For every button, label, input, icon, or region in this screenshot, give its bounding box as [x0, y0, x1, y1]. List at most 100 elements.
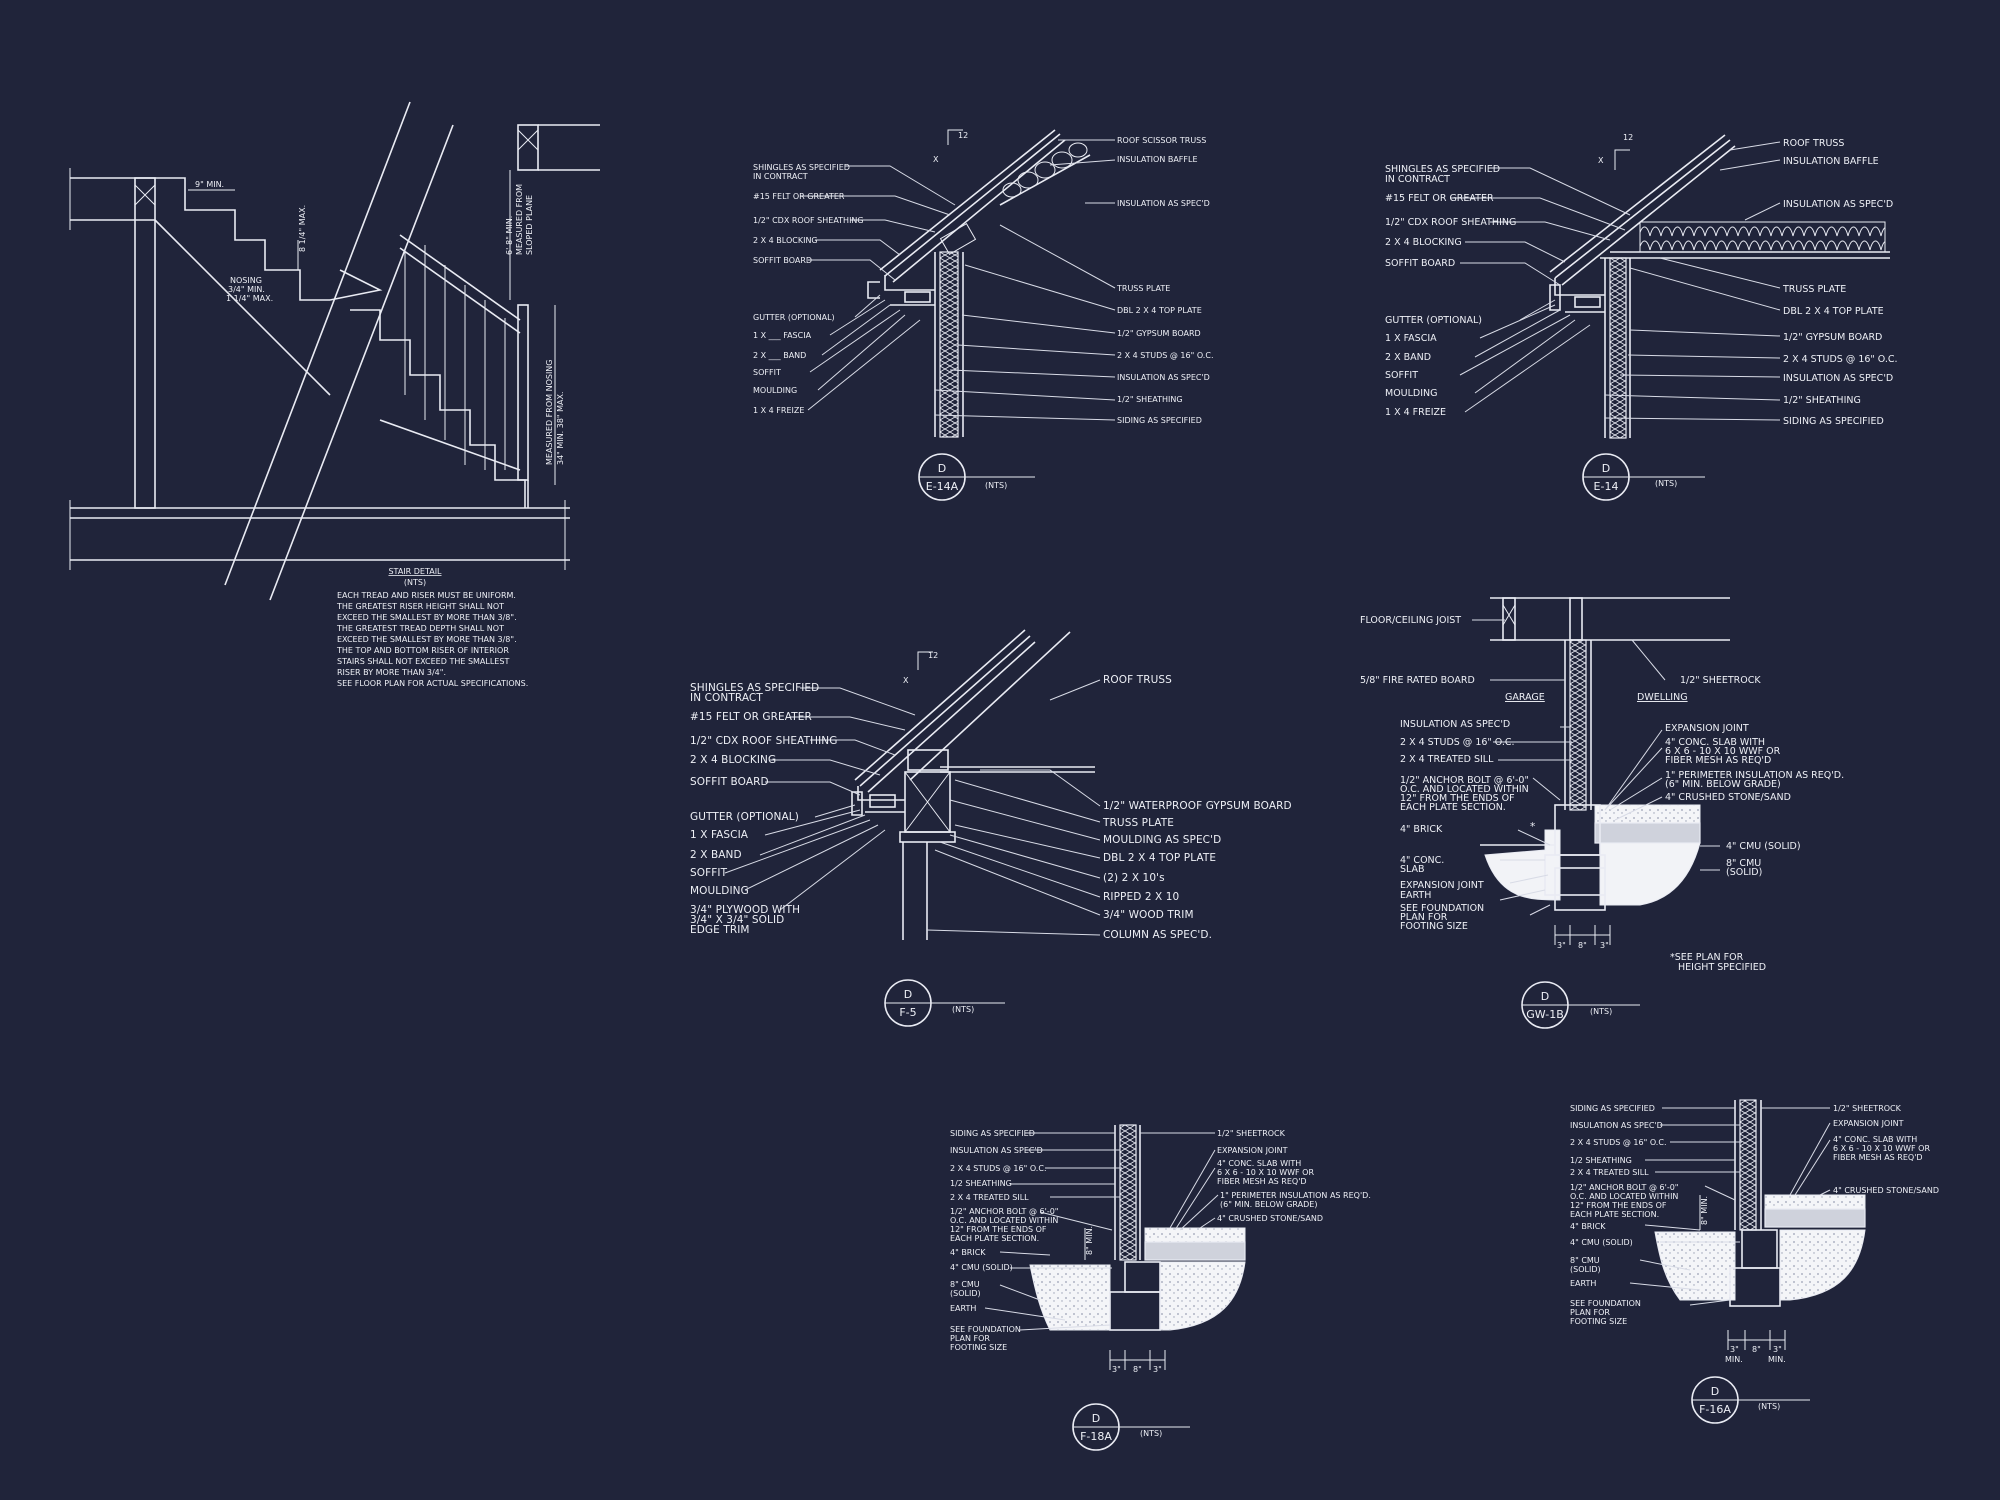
gw1b-note-2: HEIGHT SPECIFIED: [1678, 962, 1766, 973]
f16a-label-anchor: 1/2" ANCHOR BOLT @ 6'-0": [1570, 1183, 1678, 1192]
gw1b-label-4-cmu: 4" CMU (SOLID): [1726, 841, 1801, 852]
e14-right-labels: ROOF TRUSS INSULATION BAFFLE INSULATION …: [1782, 138, 1898, 427]
e14a-label-shingles: SHINGLES AS SPECIFIED: [753, 163, 850, 172]
gw1b-left-labels: FLOOR/CEILING JOIST 5/8" FIRE RATED BOAR…: [1360, 615, 1529, 932]
e14-pitch-x: X: [1598, 156, 1604, 165]
gw1b-label-conc: 4" CONC.: [1400, 855, 1444, 866]
e14-label-insulation: INSULATION AS SPEC'D: [1783, 199, 1893, 210]
f18a-label-perimeter: 1" PERIMETER INSULATION AS REQ'D.: [1220, 1191, 1371, 1200]
f5-pitch-x: X: [903, 676, 909, 685]
gw1b-tag-number: GW-1B: [1526, 1008, 1563, 1021]
e14a-linework: [867, 129, 1091, 438]
stair-note-4: THE GREATEST TREAD DEPTH SHALL NOT: [336, 624, 504, 633]
f18a-linework: [1029, 1124, 1246, 1370]
e14-detail-tag: D E-14 (NTS): [1582, 453, 1705, 501]
e14-label-top-plate: DBL 2 X 4 TOP PLATE: [1783, 306, 1884, 317]
gw1b-label-anchor-4: EACH PLATE SECTION.: [1400, 802, 1506, 813]
gw1b-dim-right: 3": [1600, 941, 1609, 950]
f18a-tag-number: F-18A: [1080, 1430, 1112, 1443]
gw1b-label-anchor: 1/2" ANCHOR BOLT @ 6'-0": [1400, 775, 1529, 786]
e14a-label-studs: 2 X 4 STUDS @ 16" O.C.: [1117, 351, 1213, 360]
stair-linework: [69, 101, 600, 601]
gw1b-label-wwf: 6 X 6 - 10 X 10 WWF OR: [1665, 746, 1781, 757]
f18a-label-fiber: FIBER MESH AS REQ'D: [1217, 1177, 1307, 1186]
e14-label-contract: IN CONTRACT: [1385, 174, 1450, 185]
f5-label-band: 2 X BAND: [690, 849, 742, 861]
gw1b-tag-letter: D: [1541, 990, 1549, 1003]
e14-pitch: 12: [1623, 133, 1633, 142]
f18a-label-see-foundation: SEE FOUNDATION: [950, 1325, 1021, 1334]
stair-handrail-1: MEASURED FROM NOSING: [545, 360, 554, 465]
foundation-detail-f18a: SIDING AS SPECIFIED INSULATION AS SPEC'D…: [950, 1124, 1371, 1451]
f16a-label-brick: 4" BRICK: [1570, 1222, 1606, 1231]
e14a-label-scissor-truss: ROOF SCISSOR TRUSS: [1117, 136, 1206, 145]
f5-label-sheathing: 1/2" CDX ROOF SHEATHING: [690, 735, 837, 747]
f16a-scale: (NTS): [1758, 1402, 1780, 1411]
stair-headroom-2: MEASURED FROM: [515, 184, 524, 255]
f16a-label-fiber: FIBER MESH AS REQ'D: [1833, 1153, 1923, 1162]
e14a-right-labels: ROOF SCISSOR TRUSS INSULATION BAFFLE INS…: [1116, 136, 1213, 425]
f18a-label-anchor-4: EACH PLATE SECTION.: [950, 1234, 1039, 1243]
gw1b-label-8-cmu: 8" CMU: [1726, 858, 1761, 869]
gw1b-leaders: [1472, 619, 1720, 916]
gw1b-label-insulation: INSULATION AS SPEC'D: [1400, 719, 1510, 730]
garage-wall-detail-gw1b: FLOOR/CEILING JOIST 5/8" FIRE RATED BOAR…: [1360, 597, 1844, 1029]
eave-detail-e14: 12 X SHINGLES AS SPECIFIED: [1385, 133, 1898, 501]
f16a-tag-letter: D: [1711, 1385, 1719, 1398]
f16a-label-sill: 2 X 4 TREATED SILL: [1570, 1168, 1649, 1177]
f5-tag-letter: D: [904, 988, 912, 1001]
f18a-label-wwf: 6 X 6 - 10 X 10 WWF OR: [1217, 1168, 1314, 1177]
e14-label-blocking: 2 X 4 BLOCKING: [1385, 237, 1462, 248]
e14a-leaders: [800, 139, 1116, 421]
stair-note-5: EXCEED THE SMALLEST BY MORE THAN 3/8".: [337, 635, 517, 644]
f5-label-shingles: SHINGLES AS SPECIFIED: [690, 682, 819, 694]
e14a-label-sheathing: 1/2" CDX ROOF SHEATHING: [753, 216, 864, 225]
e14-label-sheathing: 1/2" CDX ROOF SHEATHING: [1385, 217, 1516, 228]
e14-label-shingles: SHINGLES AS SPECIFIED: [1385, 164, 1500, 175]
f16a-detail-tag: D F-16A (NTS): [1691, 1376, 1810, 1424]
e14-label-moulding: MOULDING: [1385, 388, 1438, 399]
porch-detail-f5: 12 X SHINGLES AS SPECIFIED IN: [690, 629, 1292, 1027]
gw1b-label-footing: FOOTING SIZE: [1400, 921, 1468, 932]
f5-label-wood-trim: 3/4" WOOD TRIM: [1103, 909, 1194, 921]
e14a-label-felt: #15 FELT OR GREATER: [753, 192, 845, 201]
f16a-label-4cmu: 4" CMU (SOLID): [1570, 1238, 1633, 1247]
e14a-label-gypsum: 1/2" GYPSUM BOARD: [1117, 329, 1201, 338]
e14a-scale: (NTS): [985, 481, 1007, 490]
f16a-label-siding: SIDING AS SPECIFIED: [1570, 1104, 1655, 1113]
f16a-dim-min-left: MIN.: [1725, 1355, 1743, 1364]
f18a-label-crushed: 4" CRUSHED STONE/SAND: [1217, 1214, 1323, 1223]
f5-label-contract: IN CONTRACT: [690, 692, 763, 704]
f5-label-moulding: MOULDING: [690, 885, 749, 897]
f18a-label-4cmu: 4" CMU (SOLID): [950, 1263, 1013, 1272]
e14-label-sheathing-half: 1/2" SHEATHING: [1783, 395, 1861, 406]
stair-notes: EACH TREAD AND RISER MUST BE UNIFORM. TH…: [336, 591, 528, 688]
f18a-label-anchor-2: O.C. AND LOCATED WITHIN: [950, 1216, 1058, 1225]
f16a-label-sheetrock: 1/2" SHEETROCK: [1833, 1104, 1902, 1113]
f18a-label-sheathing: 1/2 SHEATHING: [950, 1179, 1012, 1188]
f18a-label-studs: 2 X 4 STUDS @ 16" O.C.: [950, 1164, 1046, 1173]
f18a-left-labels: SIDING AS SPECIFIED INSULATION AS SPEC'D…: [950, 1129, 1058, 1352]
e14a-label-siding: SIDING AS SPECIFIED: [1117, 416, 1202, 425]
f16a-label-footing: FOOTING SIZE: [1570, 1317, 1627, 1326]
e14a-label-top-plate: DBL 2 X 4 TOP PLATE: [1117, 306, 1202, 315]
f16a-label-anchor-2: O.C. AND LOCATED WITHIN: [1570, 1192, 1678, 1201]
f16a-label-studs: 2 X 4 STUDS @ 16" O.C.: [1570, 1138, 1666, 1147]
f5-label-ripped: RIPPED 2 X 10: [1103, 891, 1179, 903]
f16a-label-wwf: 6 X 6 - 10 X 10 WWF OR: [1833, 1144, 1930, 1153]
e14-label-band: 2 X BAND: [1385, 352, 1431, 363]
gw1b-dim-left: 3": [1557, 941, 1566, 950]
e14-linework: [1549, 134, 1890, 439]
f16a-label-expansion: EXPANSION JOINT: [1833, 1119, 1904, 1128]
e14-label-felt: #15 FELT OR GREATER: [1385, 193, 1494, 204]
stair-nosing-1: NOSING: [230, 276, 262, 285]
e14-tag-letter: D: [1602, 462, 1610, 475]
stair-tread-min: 9" MIN.: [195, 180, 224, 189]
stair-headroom-1: 6'-8" MIN.: [505, 216, 514, 255]
f18a-tag-letter: D: [1092, 1412, 1100, 1425]
f5-detail-tag: D F-5 (NTS): [884, 979, 1005, 1027]
f5-linework: [851, 629, 1095, 940]
f18a-label-solid: (SOLID): [950, 1289, 981, 1298]
e14a-label-insulation: INSULATION AS SPEC'D: [1117, 199, 1210, 208]
f18a-label-plan-for: PLAN FOR: [950, 1334, 990, 1343]
